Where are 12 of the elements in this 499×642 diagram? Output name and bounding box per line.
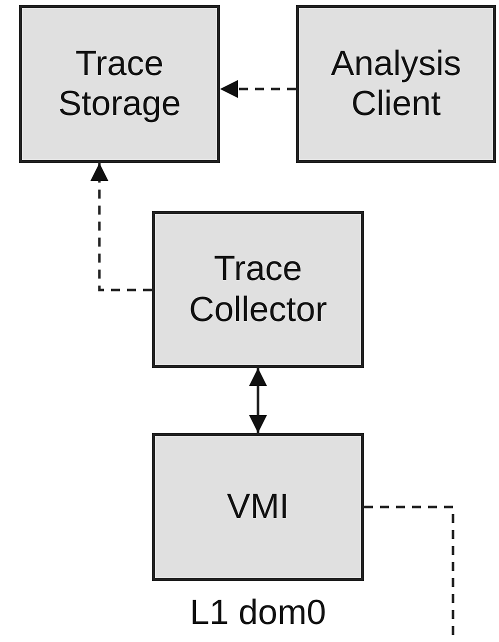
node-label: Trace Collector <box>188 249 328 330</box>
node-label: Analysis Client <box>330 44 462 124</box>
process-box <box>19 5 220 163</box>
node-label: Trace Storage <box>57 44 182 124</box>
process-box <box>152 211 364 368</box>
arrow <box>90 163 152 292</box>
process-box <box>152 433 364 581</box>
arrow <box>249 368 267 433</box>
process-box <box>296 5 496 163</box>
node-caption: L1 dom0 <box>188 593 328 633</box>
node-label: VMI <box>226 486 290 528</box>
arrow <box>220 80 296 98</box>
